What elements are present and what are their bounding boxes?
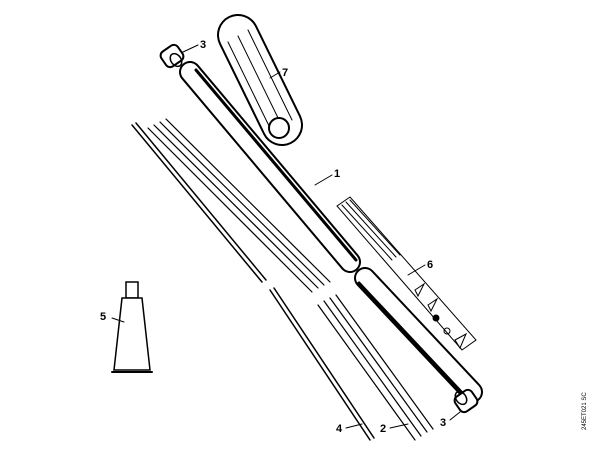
part-3-nut-top <box>159 43 185 69</box>
callout-2: 2 <box>380 423 386 435</box>
callout-4: 4 <box>336 423 343 435</box>
part-5-grease-tube <box>111 281 153 373</box>
part-1-tube-lower <box>354 267 483 403</box>
callout-5: 5 <box>100 311 106 323</box>
callout-3-bottom: 3 <box>440 417 446 429</box>
part-3-nut-bottom <box>453 388 479 414</box>
part-1-tube-upper <box>179 61 361 273</box>
callout-6: 6 <box>427 259 433 271</box>
callout-1: 1 <box>334 168 340 180</box>
part-4-drive-rod <box>131 122 375 441</box>
part-2-liner <box>147 118 434 441</box>
callout-7: 7 <box>282 67 288 79</box>
drawing-code: 245ET021 SC <box>582 392 588 430</box>
part-6-label <box>336 196 477 351</box>
leader-lines <box>111 44 461 429</box>
part-7-splined-sleeve <box>217 14 303 146</box>
callout-3-top: 3 <box>200 39 206 51</box>
